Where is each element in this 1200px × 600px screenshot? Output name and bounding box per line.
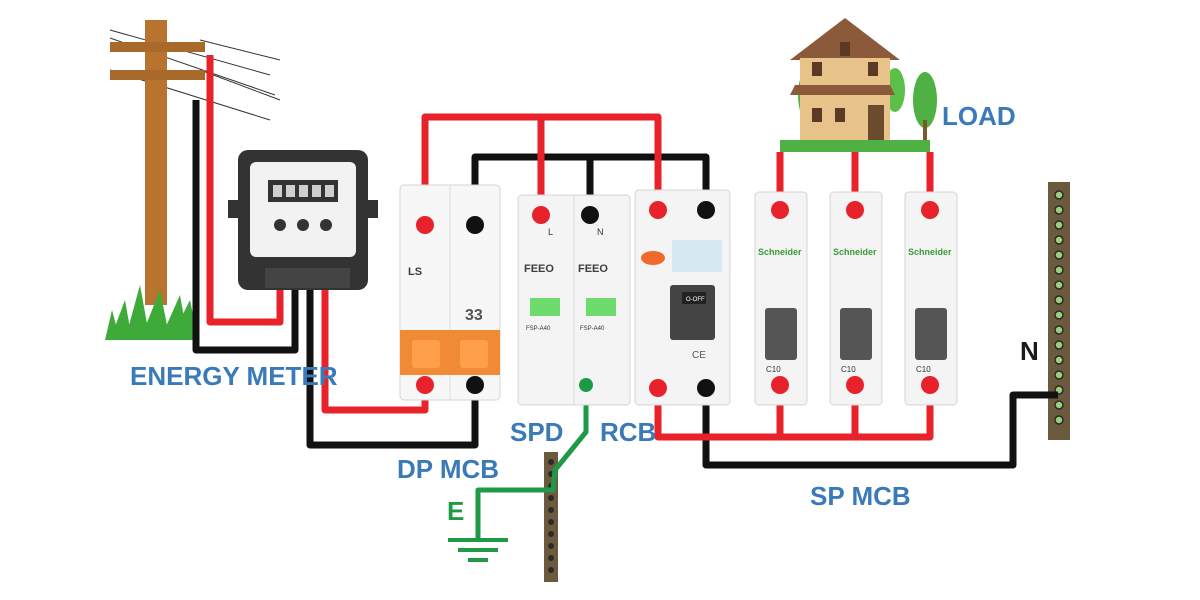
earth-bar-hole (548, 531, 554, 537)
neutral-bar-terminal (1054, 190, 1064, 200)
neutral-bar-terminal (1054, 310, 1064, 320)
spd-model-right: FSP-A40 (580, 326, 605, 332)
neutral-bar-terminal (1054, 235, 1064, 245)
utility-pole (105, 20, 281, 340)
spd-terminal-n: N (597, 227, 604, 237)
label-spd: SPD (510, 417, 563, 447)
rcb-state: O-OFF (686, 297, 705, 303)
earth-bar-hole (548, 459, 554, 465)
neutral-bar-terminal (1054, 205, 1064, 215)
earth-bar-hole (548, 507, 554, 513)
earth-bar-hole (548, 567, 554, 573)
neutral-bar-terminal (1054, 280, 1064, 290)
ls-brand: LS (408, 266, 422, 278)
neutral-bar-terminal (1054, 340, 1064, 350)
dp-mcb: LS 33 (399, 184, 501, 401)
dp-rating: 33 (465, 307, 483, 324)
spd-brand-left: FEEO (524, 263, 554, 275)
sp-mcb-3: Schneider C10 (904, 191, 958, 406)
spd-terminal-l: L (548, 227, 553, 237)
sp-mcb-2: Schneider C10 (829, 191, 883, 406)
sp-mcb-2-brand: Schneider (833, 247, 877, 257)
label-dp-mcb: DP MCB (397, 454, 499, 484)
earth-bar-hole (548, 519, 554, 525)
neutral-bar-terminal (1054, 415, 1064, 425)
sp-mcb-1-rating: C10 (766, 365, 781, 374)
sp-mcb-2-rating: C10 (841, 365, 856, 374)
spd-model-left: FSP-A40 (526, 326, 551, 332)
label-rcb: RCB (600, 417, 656, 447)
earth-wire (475, 385, 589, 540)
label-sp-mcb: SP MCB (810, 481, 911, 511)
rcb-ce-mark: CE (692, 350, 706, 361)
neutral-bar-terminal (1054, 325, 1064, 335)
neutral-bar-terminal (1054, 220, 1064, 230)
earth-bar-hole (548, 495, 554, 501)
load-house (780, 18, 937, 152)
label-earth: E (447, 496, 464, 526)
spd-brand-right: FEEO (578, 263, 608, 275)
earth-symbol (448, 538, 508, 562)
neutral-bar-terminal (1054, 370, 1064, 380)
rcb: O-OFF CE (634, 189, 731, 406)
label-energy-meter: ENERGY METER (130, 361, 338, 391)
label-load: LOAD (942, 101, 1016, 131)
label-neutral: N (1020, 336, 1039, 366)
earth-bar-hole (548, 555, 554, 561)
energy-meter (228, 150, 378, 290)
sp-mcb-3-rating: C10 (916, 365, 931, 374)
neutral-bar-terminal (1054, 295, 1064, 305)
neutral-bar-terminal (1054, 265, 1064, 275)
neutral-bar-terminal (1054, 250, 1064, 260)
spd: L N FEEO FEEO FSP-A40 FSP-A40 (517, 194, 631, 406)
sp-mcb-1-brand: Schneider (758, 247, 802, 257)
sp-mcb-1: Schneider C10 (754, 191, 808, 406)
earth-bar-hole (548, 543, 554, 549)
neutral-bar-terminal (1054, 355, 1064, 365)
sp-mcb-3-brand: Schneider (908, 247, 952, 257)
neutral-bus-bar (1048, 182, 1070, 440)
neutral-bar-terminal (1054, 400, 1064, 410)
